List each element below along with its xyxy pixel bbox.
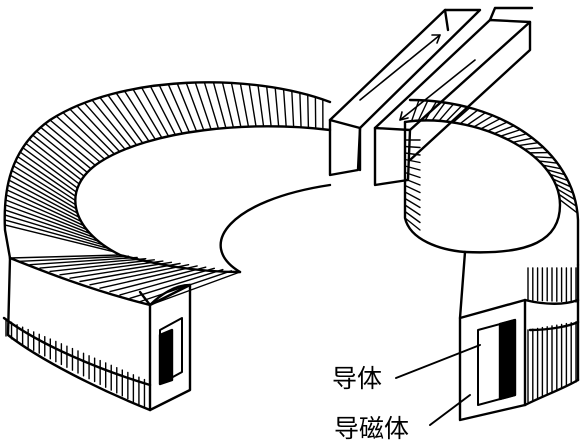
label-magnetic-core: 导磁体: [334, 414, 410, 443]
leader-lines: [395, 344, 481, 426]
ring-right-arm: [403, 98, 580, 267]
ring-left-wall: [2, 256, 152, 412]
ring-top-face: [3, 81, 332, 306]
left-cross-section: [138, 283, 192, 412]
right-cross-section: [458, 250, 580, 422]
bus-bars: [328, 6, 534, 187]
label-conductor: 导体: [332, 364, 383, 393]
